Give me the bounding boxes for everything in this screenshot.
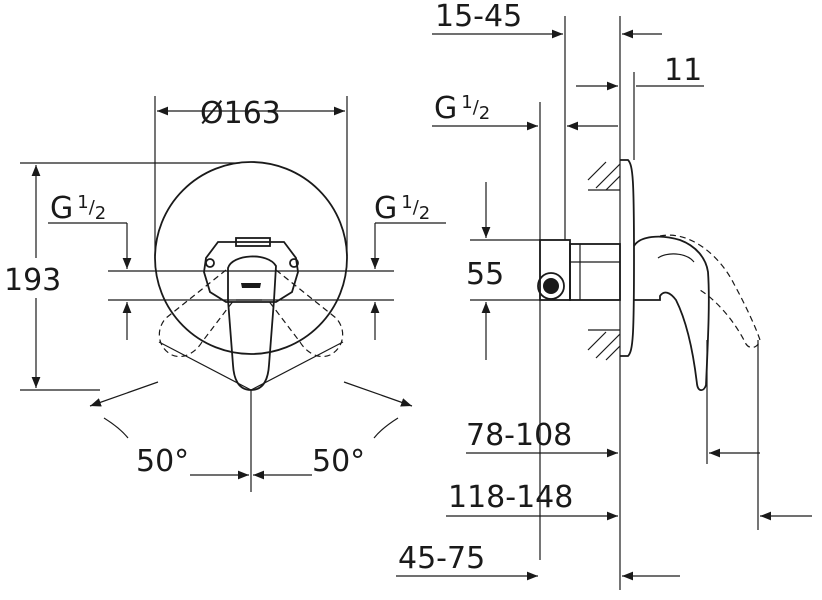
lever-side-profile bbox=[633, 235, 710, 392]
wall-hatching bbox=[587, 161, 621, 361]
dim-15-45-label: 15-45 bbox=[435, 0, 522, 34]
screw-left-icon bbox=[205, 258, 215, 268]
dim-11-label: 11 bbox=[664, 53, 702, 88]
lever-side-swing bbox=[659, 234, 761, 349]
lever-side-ridge bbox=[657, 253, 695, 263]
outlet-port-icon bbox=[537, 272, 565, 300]
screw-right-icon bbox=[289, 258, 299, 268]
valve-cap bbox=[235, 237, 271, 247]
rosette-plate bbox=[154, 161, 348, 355]
dim-45-75-label: 45-75 bbox=[398, 541, 485, 576]
lever-swing-left bbox=[158, 269, 235, 358]
angle-arc-left bbox=[103, 417, 129, 439]
lever-handle bbox=[227, 255, 277, 391]
valve-body bbox=[203, 241, 299, 303]
dim-78-108-label: 78-108 bbox=[466, 418, 572, 453]
angle-arrow-left bbox=[89, 381, 159, 407]
height-label: 193 bbox=[4, 263, 61, 298]
lever-indicator bbox=[241, 283, 261, 288]
angle-arrow-right bbox=[343, 381, 413, 407]
angle-line-left bbox=[158, 341, 252, 391]
angle-line-right bbox=[250, 341, 344, 391]
lever-swing-right bbox=[267, 269, 344, 358]
angle-right-label: 50° bbox=[312, 444, 365, 479]
valve-cartridge bbox=[569, 243, 621, 301]
angle-arc-right bbox=[373, 417, 399, 439]
outlet-port-core bbox=[543, 278, 559, 294]
dim-55-label: 55 bbox=[466, 257, 504, 292]
cover-plate bbox=[620, 159, 635, 357]
diameter-label: Ø163 bbox=[200, 96, 281, 131]
angle-left-label: 50° bbox=[136, 444, 189, 479]
dim-118-148-label: 118-148 bbox=[448, 480, 573, 515]
